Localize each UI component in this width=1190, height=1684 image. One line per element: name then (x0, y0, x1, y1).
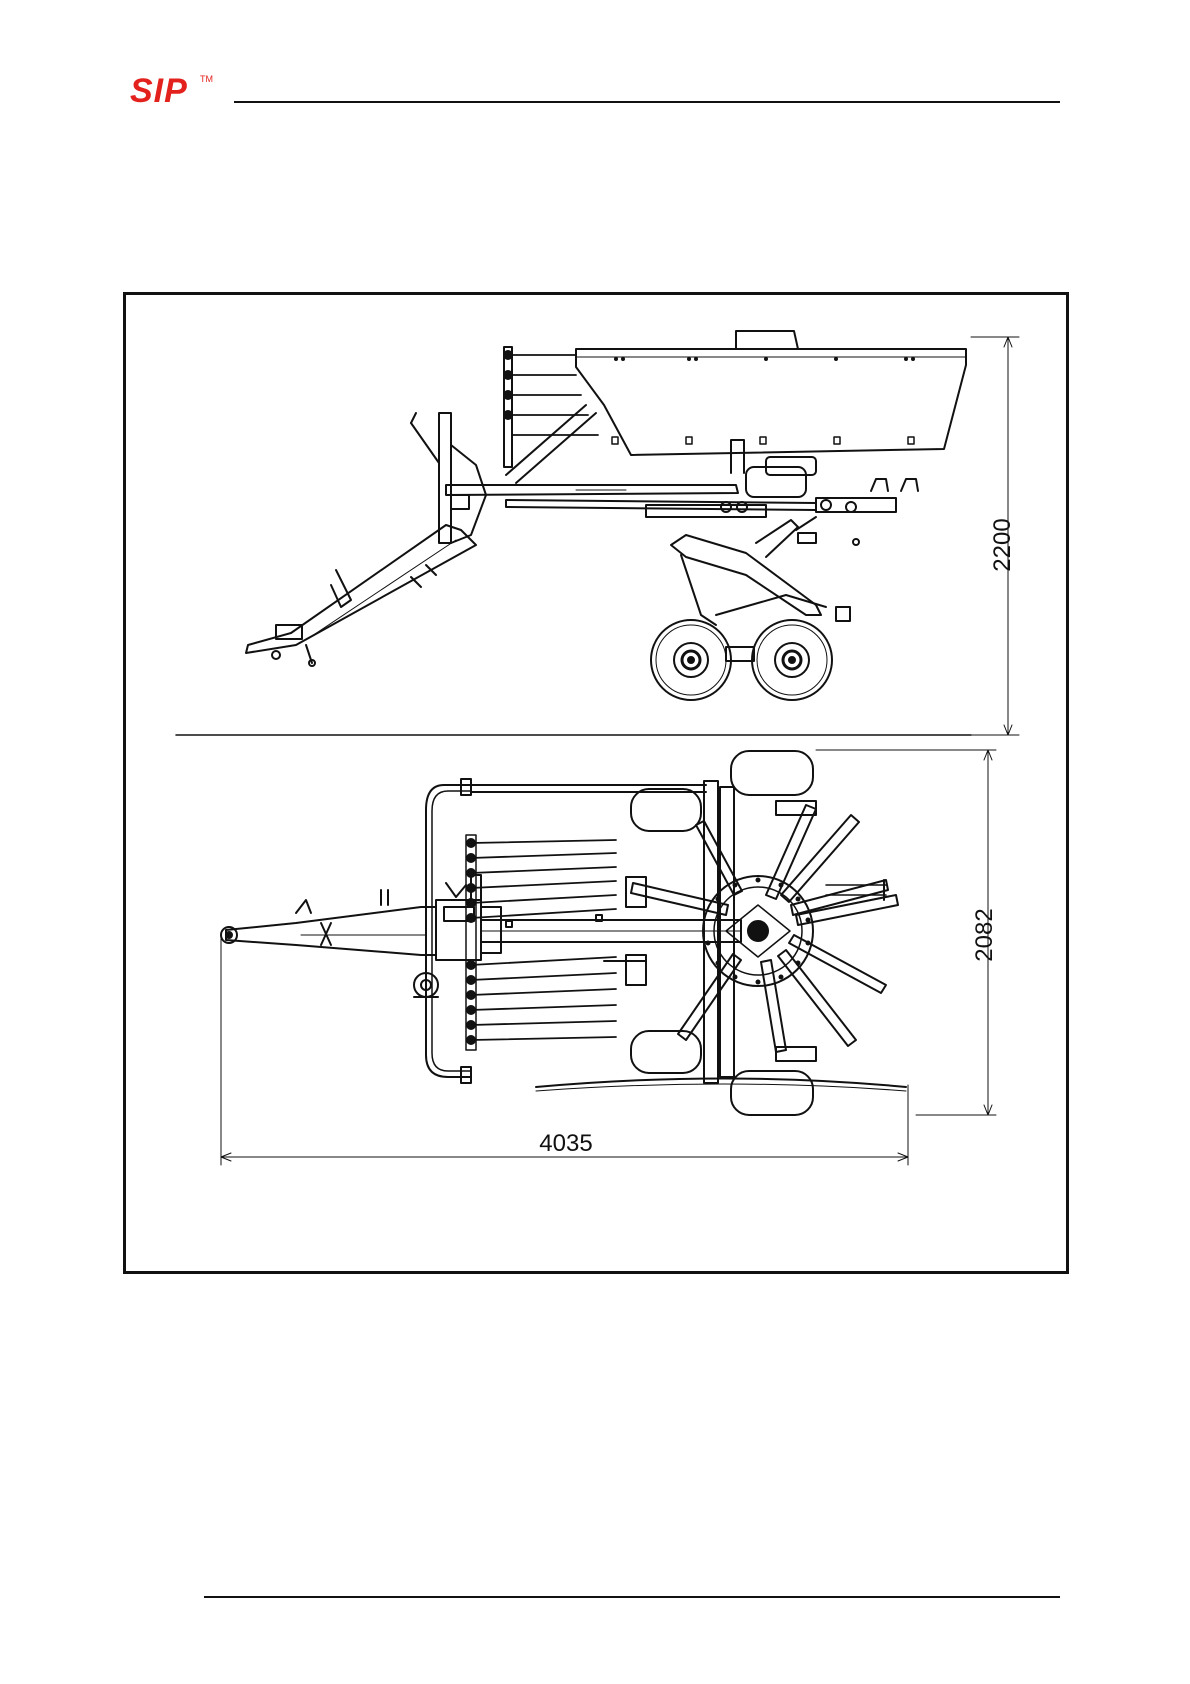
top-wheel-lower-front (631, 1031, 701, 1073)
header-rule (234, 101, 1060, 103)
top-view (221, 750, 996, 1165)
side-wheel-rear (752, 620, 832, 700)
side-view (176, 331, 1019, 735)
width-dimension: 2082 (971, 908, 998, 961)
rake-tines-lower (471, 957, 616, 1040)
technical-drawing: 2200 (126, 295, 1066, 1271)
top-wheel-upper-front (631, 789, 701, 831)
logo-trademark: TM (200, 74, 213, 84)
top-wheel-upper-rear (731, 751, 813, 795)
footer-rule (204, 1596, 1060, 1598)
sip-logo: SIP TM (130, 72, 220, 106)
length-dimension: 4035 (539, 1130, 592, 1157)
logo-text: SIP (130, 72, 188, 106)
height-dimension: 2200 (989, 518, 1016, 571)
drawing-frame: 2200 (123, 292, 1069, 1274)
side-wheel-front (651, 620, 731, 700)
